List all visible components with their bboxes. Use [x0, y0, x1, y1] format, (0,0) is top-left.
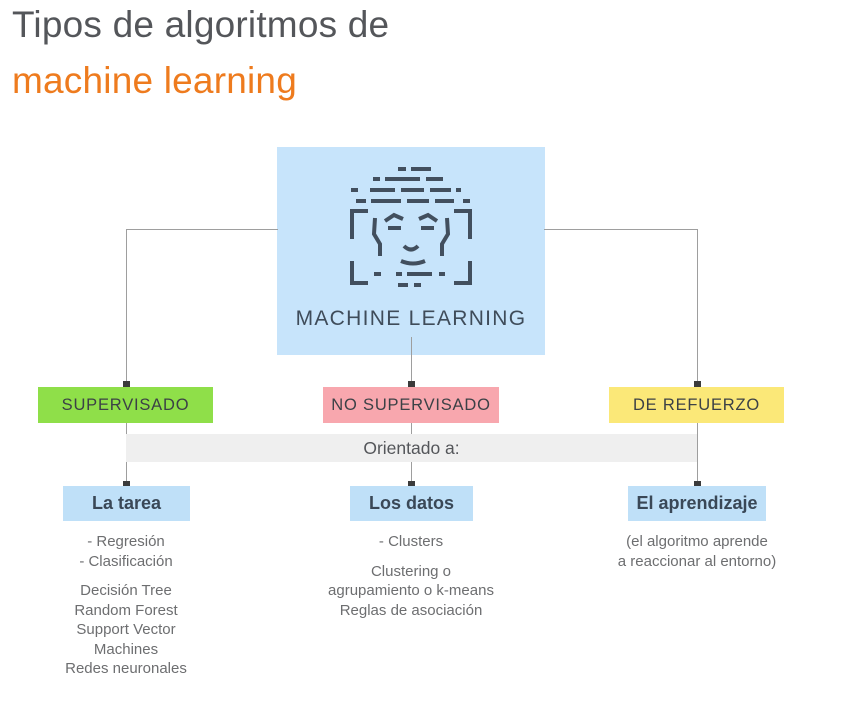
detail-line: Reglas de asociación [339, 601, 483, 619]
details-de-refuerzo-primary: (el algoritmo aprende a reaccionar al en… [586, 532, 808, 571]
label-los-datos-text: Los datos [368, 493, 454, 513]
connector-right-horizontal [544, 229, 697, 230]
details-no-supervisado: - Clusters Clustering o agrupamiento o k… [301, 532, 521, 620]
details-supervisado-secondary: Decisión Tree Random Forest Support Vect… [26, 581, 226, 679]
junction-marker [694, 381, 701, 388]
connector-center-vertical [411, 337, 412, 385]
detail-line: - Clasificación [79, 552, 173, 570]
machine-learning-node: MACHINE LEARNING [277, 147, 545, 355]
chip-supervisado-label: SUPERVISADO [61, 395, 190, 414]
detail-line: Machines [93, 640, 159, 658]
detail-line: Decisión Tree [80, 582, 172, 599]
detail-line: a reaccionar al entorno) [617, 552, 777, 570]
machine-learning-label: MACHINE LEARNING [295, 307, 527, 330]
junction-marker [123, 381, 130, 388]
details-supervisado: - Regresión - Clasificación Decisión Tre… [26, 532, 226, 679]
junction-marker [694, 481, 701, 488]
junction-marker [408, 481, 415, 488]
details-de-refuerzo: (el algoritmo aprende a reaccionar al en… [586, 532, 808, 571]
chip-no-supervisado: NO SUPERVISADO [323, 387, 499, 423]
connector-left-vertical [126, 229, 127, 385]
chip-de-refuerzo-label: DE REFUERZO [632, 395, 761, 414]
detail-line: - Regresión [87, 533, 165, 550]
detail-line: Support Vector [76, 621, 176, 638]
details-no-supervisado-primary: - Clusters [301, 532, 521, 552]
chip-supervisado: SUPERVISADO [38, 387, 213, 423]
detail-line: - Clusters [378, 533, 444, 550]
face-scan-icon [350, 167, 472, 287]
junction-marker [123, 481, 130, 488]
chip-no-supervisado-label: NO SUPERVISADO [331, 395, 491, 414]
page-title-line2: machine learning [12, 60, 297, 101]
connector-right-lower-vertical [697, 423, 698, 486]
chip-de-refuerzo: DE REFUERZO [609, 387, 784, 423]
detail-line: (el algoritmo aprende [626, 533, 768, 550]
label-la-tarea: La tarea [63, 486, 190, 521]
detail-line: agrupamiento o k-means [328, 582, 494, 599]
label-los-datos: Los datos [350, 486, 473, 521]
connector-right-vertical [697, 229, 698, 385]
detail-line: Random Forest [74, 601, 178, 619]
detail-line: Redes neuronales [65, 660, 187, 677]
junction-marker [408, 381, 415, 388]
detail-line: Clustering o [370, 562, 452, 580]
label-la-tarea-text: La tarea [91, 493, 162, 513]
label-el-aprendizaje: El aprendizaje [628, 486, 766, 521]
orientation-band: Orientado a: [126, 434, 697, 462]
label-el-aprendizaje-text: El aprendizaje [636, 493, 758, 513]
connector-left-horizontal [126, 229, 278, 230]
page-title-line1: Tipos de algoritmos de [12, 4, 390, 45]
details-supervisado-primary: - Regresión - Clasificación [26, 532, 226, 571]
orientation-band-label: Orientado a: [363, 437, 460, 458]
details-no-supervisado-secondary: Clustering o agrupamiento o k-means Regl… [301, 562, 521, 621]
